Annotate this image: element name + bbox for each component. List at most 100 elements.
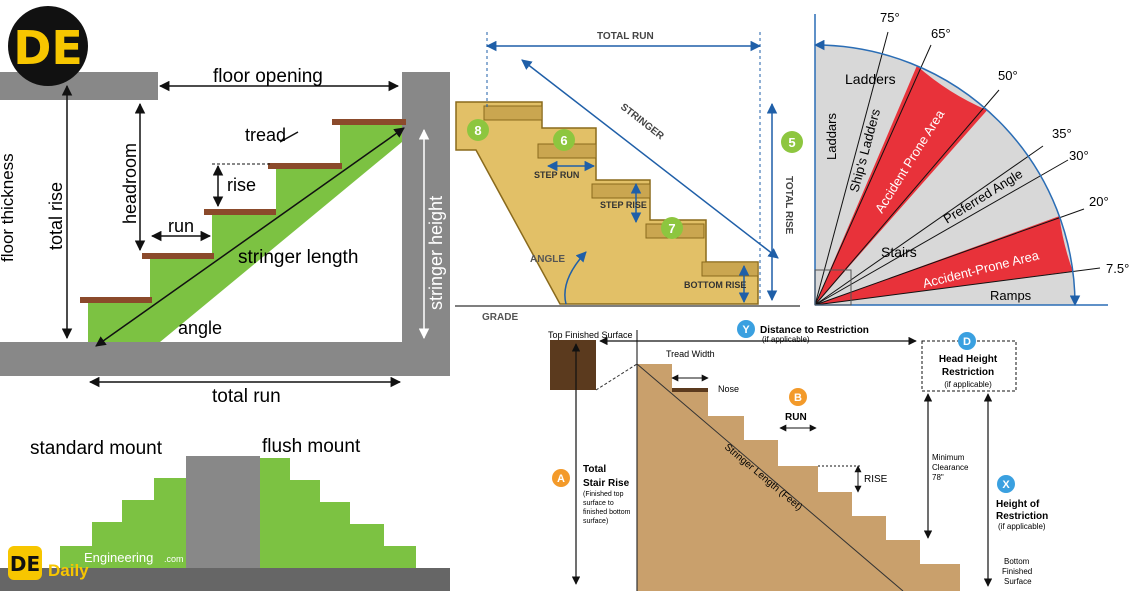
min-clearance-3: 78" (932, 473, 944, 482)
run-label: RUN (785, 412, 807, 423)
badge-b-label: B (794, 392, 802, 404)
angle-label: angle (178, 318, 222, 338)
height-restriction-note: (if applicable) (998, 522, 1046, 531)
height-restriction-1: Height of (996, 499, 1040, 510)
marker-7-label: 7 (668, 221, 675, 236)
tread-board (204, 209, 276, 215)
marker-6-label: 6 (560, 133, 567, 148)
stairs-label: Stairs (881, 244, 917, 260)
finished-note-3: finished bottom (583, 509, 631, 516)
top-finished-surface-label: Top Finished Surface (548, 330, 633, 340)
marker-8 (467, 119, 489, 141)
head-height-note: (if applicable) (944, 380, 992, 389)
min-clearance-1: Minimum (932, 453, 965, 462)
angle-35: 35° (1052, 126, 1072, 141)
badge-y (737, 320, 755, 338)
logo-letters: DE (13, 21, 83, 75)
mount-post (186, 456, 260, 568)
stringer-label: STRINGER (618, 102, 666, 143)
panel-stair-angles: 75° 65° 50° 35° 30° 20° 7.5° Laddars Lad… (810, 0, 1146, 310)
marker-8-label: 8 (474, 123, 481, 138)
badge-a-label: A (557, 473, 565, 485)
brand-logo: DE (8, 6, 88, 86)
bottom-surface-1: Bottom (1004, 557, 1030, 566)
finished-note-4: surface) (583, 518, 608, 525)
tread-width-label: Tread Width (666, 349, 715, 359)
stringer-length-label: stringer length (238, 247, 358, 268)
angle-50: 50° (998, 68, 1018, 83)
total-run-label: TOTAL RUN (597, 31, 654, 42)
panel-stringer-anatomy: 8 6 7 5 TOTAL RUN STRINGER TOTAL RISE ST… (455, 31, 803, 323)
badge-x-label: X (1002, 479, 1010, 491)
footer-logo-letters: DE (10, 552, 40, 576)
footer-brand-domain: .com (164, 554, 184, 564)
tread-piece (591, 183, 651, 199)
ramps-label: Ramps (990, 288, 1032, 303)
finished-note-1: (Finished top (583, 491, 624, 498)
footer-brand: Daily (48, 561, 89, 580)
origin-box (814, 269, 852, 306)
finished-note-2: surface to (583, 500, 614, 507)
bottom-surface-2: Finished (1002, 567, 1032, 576)
marker-5 (781, 131, 803, 153)
total-stair-rise-2: Stair Rise (583, 478, 630, 489)
badge-y-label: Y (742, 324, 750, 336)
min-clearance-2: Clearance (932, 463, 969, 472)
nose-strip (672, 388, 708, 392)
marker-7 (661, 217, 683, 239)
grade-label: GRADE (482, 312, 518, 323)
distance-restriction-note: (if applicable) (762, 335, 810, 344)
rise-label: RISE (864, 474, 888, 485)
tread-piece (701, 261, 759, 277)
stair-body (637, 364, 960, 591)
floor-opening-label: floor opening (213, 66, 323, 87)
logo-circle (8, 6, 88, 86)
run-label: run (168, 216, 194, 236)
angle-20: 20° (1089, 194, 1109, 209)
total-stair-rise-1: Total (583, 464, 606, 475)
total-run-label: total run (212, 386, 281, 407)
marker-6 (553, 129, 575, 151)
bottom-surface-3: Surface (1004, 577, 1032, 586)
tread-board (80, 297, 152, 303)
footer-brand-sub: Engineering (84, 550, 153, 565)
step-run-label: STEP RUN (534, 170, 579, 180)
lower-floor-slab (0, 342, 450, 376)
tread-board (268, 163, 342, 169)
panel-stair-code: Top Finished Surface Y Distance to Restr… (548, 320, 1048, 591)
badge-b (789, 388, 807, 406)
distance-restriction-label: Distance to Restriction (760, 325, 869, 336)
badge-x (997, 475, 1015, 493)
ladders-zone: Ladders (845, 71, 896, 87)
flush-mount-stringer (260, 458, 416, 568)
flush-mount-label: flush mount (262, 436, 361, 457)
headroom-label: headroom (120, 143, 140, 224)
stringer-height-label: stringer height (426, 196, 446, 310)
marker-5-label: 5 (788, 135, 795, 150)
total-rise-label: total rise (46, 182, 66, 250)
panel-stair-terms: floor thickness total rise floor opening… (0, 66, 450, 407)
step-rise-label: STEP RISE (600, 200, 647, 210)
nose-label: Nose (718, 384, 739, 394)
height-restriction-2: Restriction (996, 511, 1048, 522)
total-rise-label: TOTAL RISE (783, 176, 794, 235)
tread-leader (279, 131, 299, 143)
stringer-line (636, 363, 904, 591)
head-height-label-2: Restriction (942, 367, 994, 378)
rise-label: rise (227, 175, 256, 195)
floor-thickness-label: floor thickness (0, 153, 17, 262)
angle-75: 75° (880, 10, 900, 25)
angle-arc (564, 251, 587, 305)
surface-dashline (595, 363, 638, 391)
angle-65: 65° (931, 26, 951, 41)
badge-d (958, 332, 976, 350)
standard-mount-label: standard mount (30, 438, 163, 459)
angle-7-5: 7.5° (1106, 261, 1129, 276)
bottom-rise-label: BOTTOM RISE (684, 280, 746, 290)
panel-mount-types: standard mount flush mount (0, 436, 450, 591)
badge-a (552, 469, 570, 487)
standard-mount-stringer (60, 478, 186, 568)
stringer-length-arrow (95, 127, 405, 347)
top-finished-surface-block (550, 340, 596, 390)
